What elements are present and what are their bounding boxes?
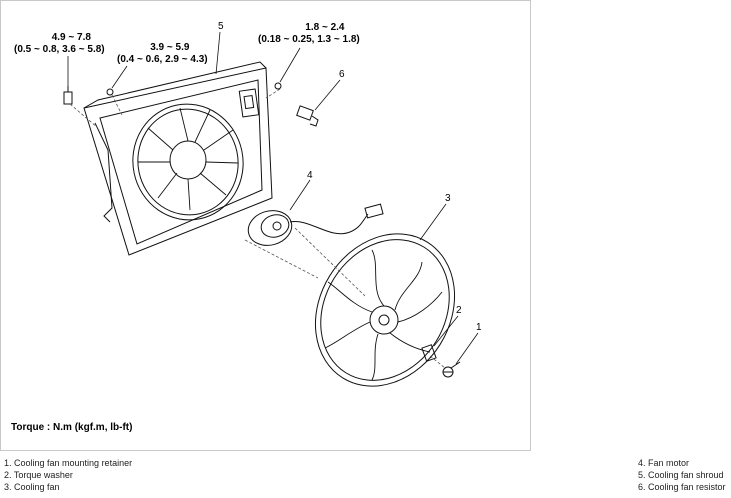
cooling-fan-mounting-retainer <box>442 361 461 378</box>
torque-spec-2-alt: (0.4 ~ 0.6, 2.9 ~ 4.3) <box>117 54 208 65</box>
legend-item-5: 5. Cooling fan shroud <box>638 470 724 480</box>
cooling-fan-shroud <box>83 61 273 256</box>
callout-1: 1 <box>476 322 482 333</box>
torque-spec-3-alt: (0.18 ~ 0.25, 1.3 ~ 1.8) <box>258 34 360 45</box>
legend-item-2: 2. Torque washer <box>4 470 73 480</box>
cooling-fan <box>314 233 456 387</box>
legend-left: 1. Cooling fan mounting retainer 2. Torq… <box>4 457 132 493</box>
callout-5: 5 <box>218 21 224 32</box>
callout-6: 6 <box>339 69 345 80</box>
diagram-frame <box>0 0 531 451</box>
cooling-fan-resistor <box>296 105 319 127</box>
torque-unit-note: Torque : N.m (kgf.m, lb-ft) <box>11 422 133 433</box>
torque-spec-3-value: 1.8 ~ 2.4 <box>305 22 345 33</box>
torque-spec-2-value: 3.9 ~ 5.9 <box>150 42 190 53</box>
legend-right: 4. Fan motor 5. Cooling fan shroud 6. Co… <box>638 457 726 493</box>
torque-spec-1-alt: (0.5 ~ 0.8, 3.6 ~ 5.8) <box>14 44 105 55</box>
legend-item-6: 6. Cooling fan resistor <box>638 482 726 492</box>
torque-spec-1-value: 4.9 ~ 7.8 <box>51 32 91 43</box>
mounting-bolts <box>63 82 282 105</box>
fan-motor <box>247 203 384 246</box>
callout-2: 2 <box>456 305 462 316</box>
callout-3: 3 <box>445 193 451 204</box>
torque-spec-2: 3.9 ~ 5.9 (0.4 ~ 0.6, 2.9 ~ 4.3) <box>117 42 208 66</box>
callout-4: 4 <box>307 170 313 181</box>
torque-spec-3: 1.8 ~ 2.4 (0.18 ~ 0.25, 1.3 ~ 1.8) <box>258 22 360 46</box>
legend-item-1: 1. Cooling fan mounting retainer <box>4 458 133 468</box>
exploded-view-diagram <box>63 31 479 387</box>
legend-item-3: 3. Cooling fan <box>4 482 60 492</box>
torque-spec-1: 4.9 ~ 7.8 (0.5 ~ 0.8, 3.6 ~ 5.8) <box>14 32 105 56</box>
legend-item-4: 4. Fan motor <box>638 458 690 468</box>
torque-washer <box>421 344 437 362</box>
